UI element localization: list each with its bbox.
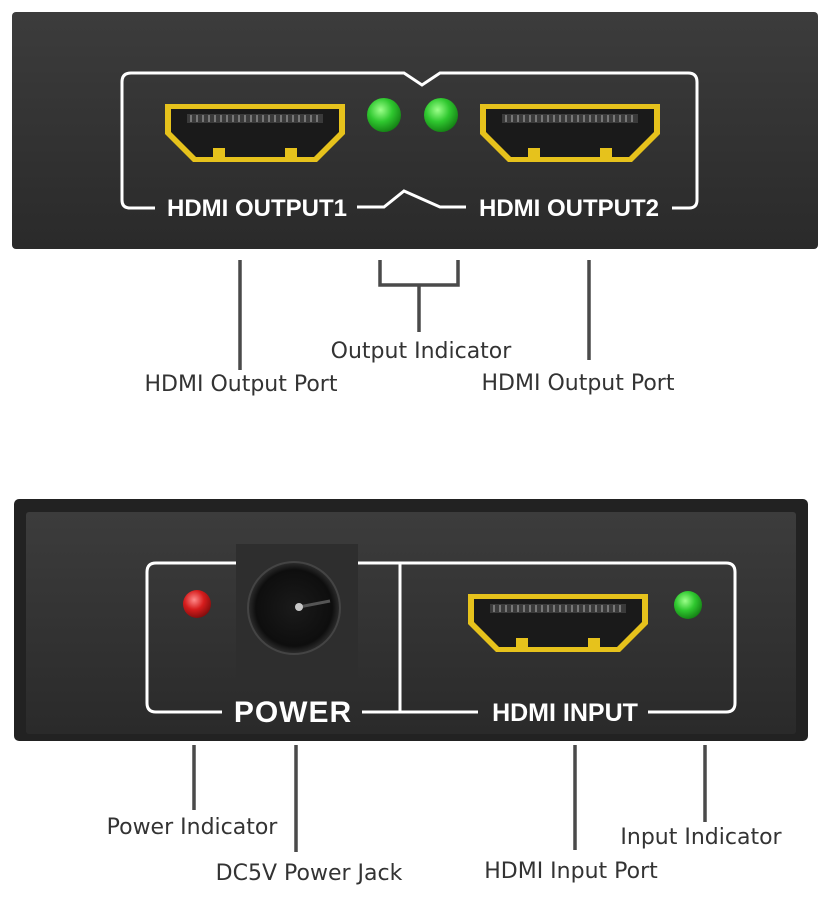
top-panel-housing xyxy=(12,12,818,249)
led-icon xyxy=(183,590,211,618)
top-silkscreen-connector xyxy=(357,189,466,209)
led-icon xyxy=(424,98,458,132)
hdmi-port-icon[interactable] xyxy=(164,103,346,163)
bottom-leader-lines xyxy=(192,745,707,852)
hdmi-output2-label: HDMI OUTPUT2 xyxy=(479,195,659,222)
hdmi-output-port-right-callout: HDMI Output Port xyxy=(482,371,675,396)
hdmi-output-port-left-callout: HDMI Output Port xyxy=(145,372,338,397)
hdmi-port-icon[interactable] xyxy=(479,103,661,163)
led-icon xyxy=(674,591,702,619)
hdmi-input-label: HDMI INPUT xyxy=(492,699,638,727)
hdmi-port-icon[interactable] xyxy=(467,593,649,653)
top-panel: HDMI OUTPUT1 HDMI OUTPUT2 xyxy=(12,12,818,249)
top-silkscreen-outline xyxy=(120,71,699,210)
power-label: POWER xyxy=(234,696,352,729)
top-leader-lines xyxy=(238,260,591,370)
bottom-panel-housing xyxy=(26,512,796,734)
input-indicator-callout: Input Indicator xyxy=(620,825,782,850)
bottom-panel: POWER HDMI INPUT xyxy=(14,499,808,741)
dc5v-power-jack-callout: DC5V Power Jack xyxy=(216,861,403,886)
output-indicator-callout: Output Indicator xyxy=(331,339,513,364)
led-icon xyxy=(367,98,401,132)
dc-jack-icon[interactable] xyxy=(249,563,339,653)
hdmi-output1-label: HDMI OUTPUT1 xyxy=(167,195,347,222)
power-indicator-callout: Power Indicator xyxy=(107,815,279,840)
hdmi-input-port-callout: HDMI Input Port xyxy=(484,859,658,884)
